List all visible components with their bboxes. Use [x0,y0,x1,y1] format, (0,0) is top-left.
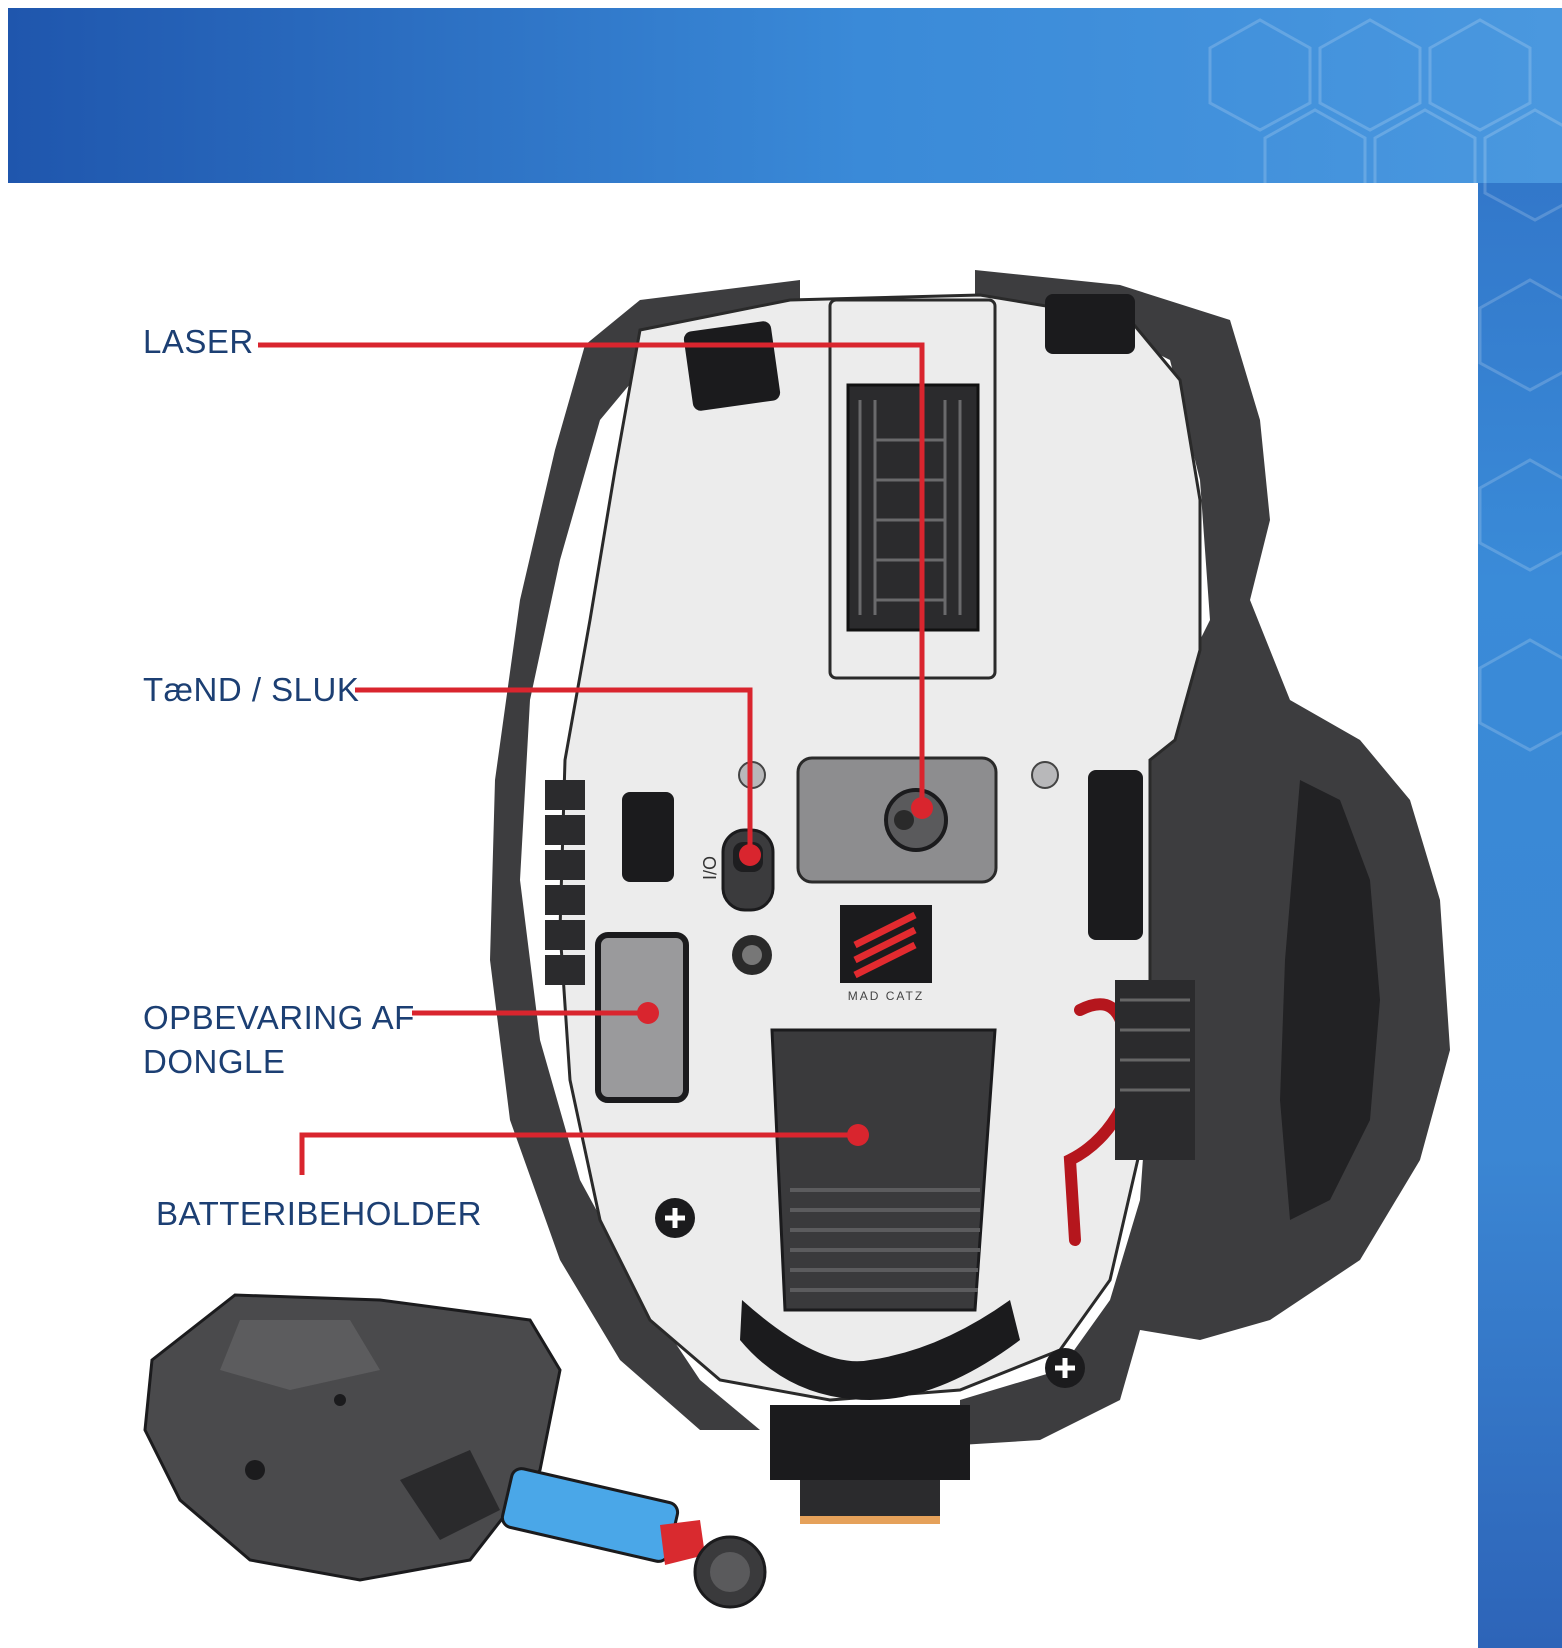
switch-marks: O/I [699,856,719,880]
mouse-foot [740,1300,1020,1400]
callout-dots [637,797,933,1146]
laser-callout [258,342,925,808]
dongle-storage-label: OPBEVARING AF DONGLE [143,999,415,1080]
power-callout [355,687,753,855]
scroll-wheel [858,400,962,615]
mouse-foot [1045,294,1135,354]
battery-cover [770,1028,997,1312]
battery-callout [299,1132,858,1175]
mouse-foot [683,321,781,411]
rear-port [770,1405,970,1480]
battery-holder-label: BATTERIBEHOLDER [156,1195,482,1232]
side-buttons [545,780,585,985]
top-blue-band [8,8,1562,183]
scroll-wheel-slot [846,383,980,632]
battery-cover-ridges [790,1188,980,1292]
laser-label: LASER [143,323,254,360]
power-switch-label: TæND / SLUK [143,671,360,708]
logo-text: MAD CATZ [848,989,924,1003]
scroll-wheel-housing [828,298,997,680]
aa-battery [500,1467,680,1563]
mouse-shell-left [490,280,800,1430]
mouse-foot [1088,770,1143,940]
side-grip [1280,780,1380,1220]
callout-lines [258,342,925,1175]
mouse-foot [622,792,674,882]
